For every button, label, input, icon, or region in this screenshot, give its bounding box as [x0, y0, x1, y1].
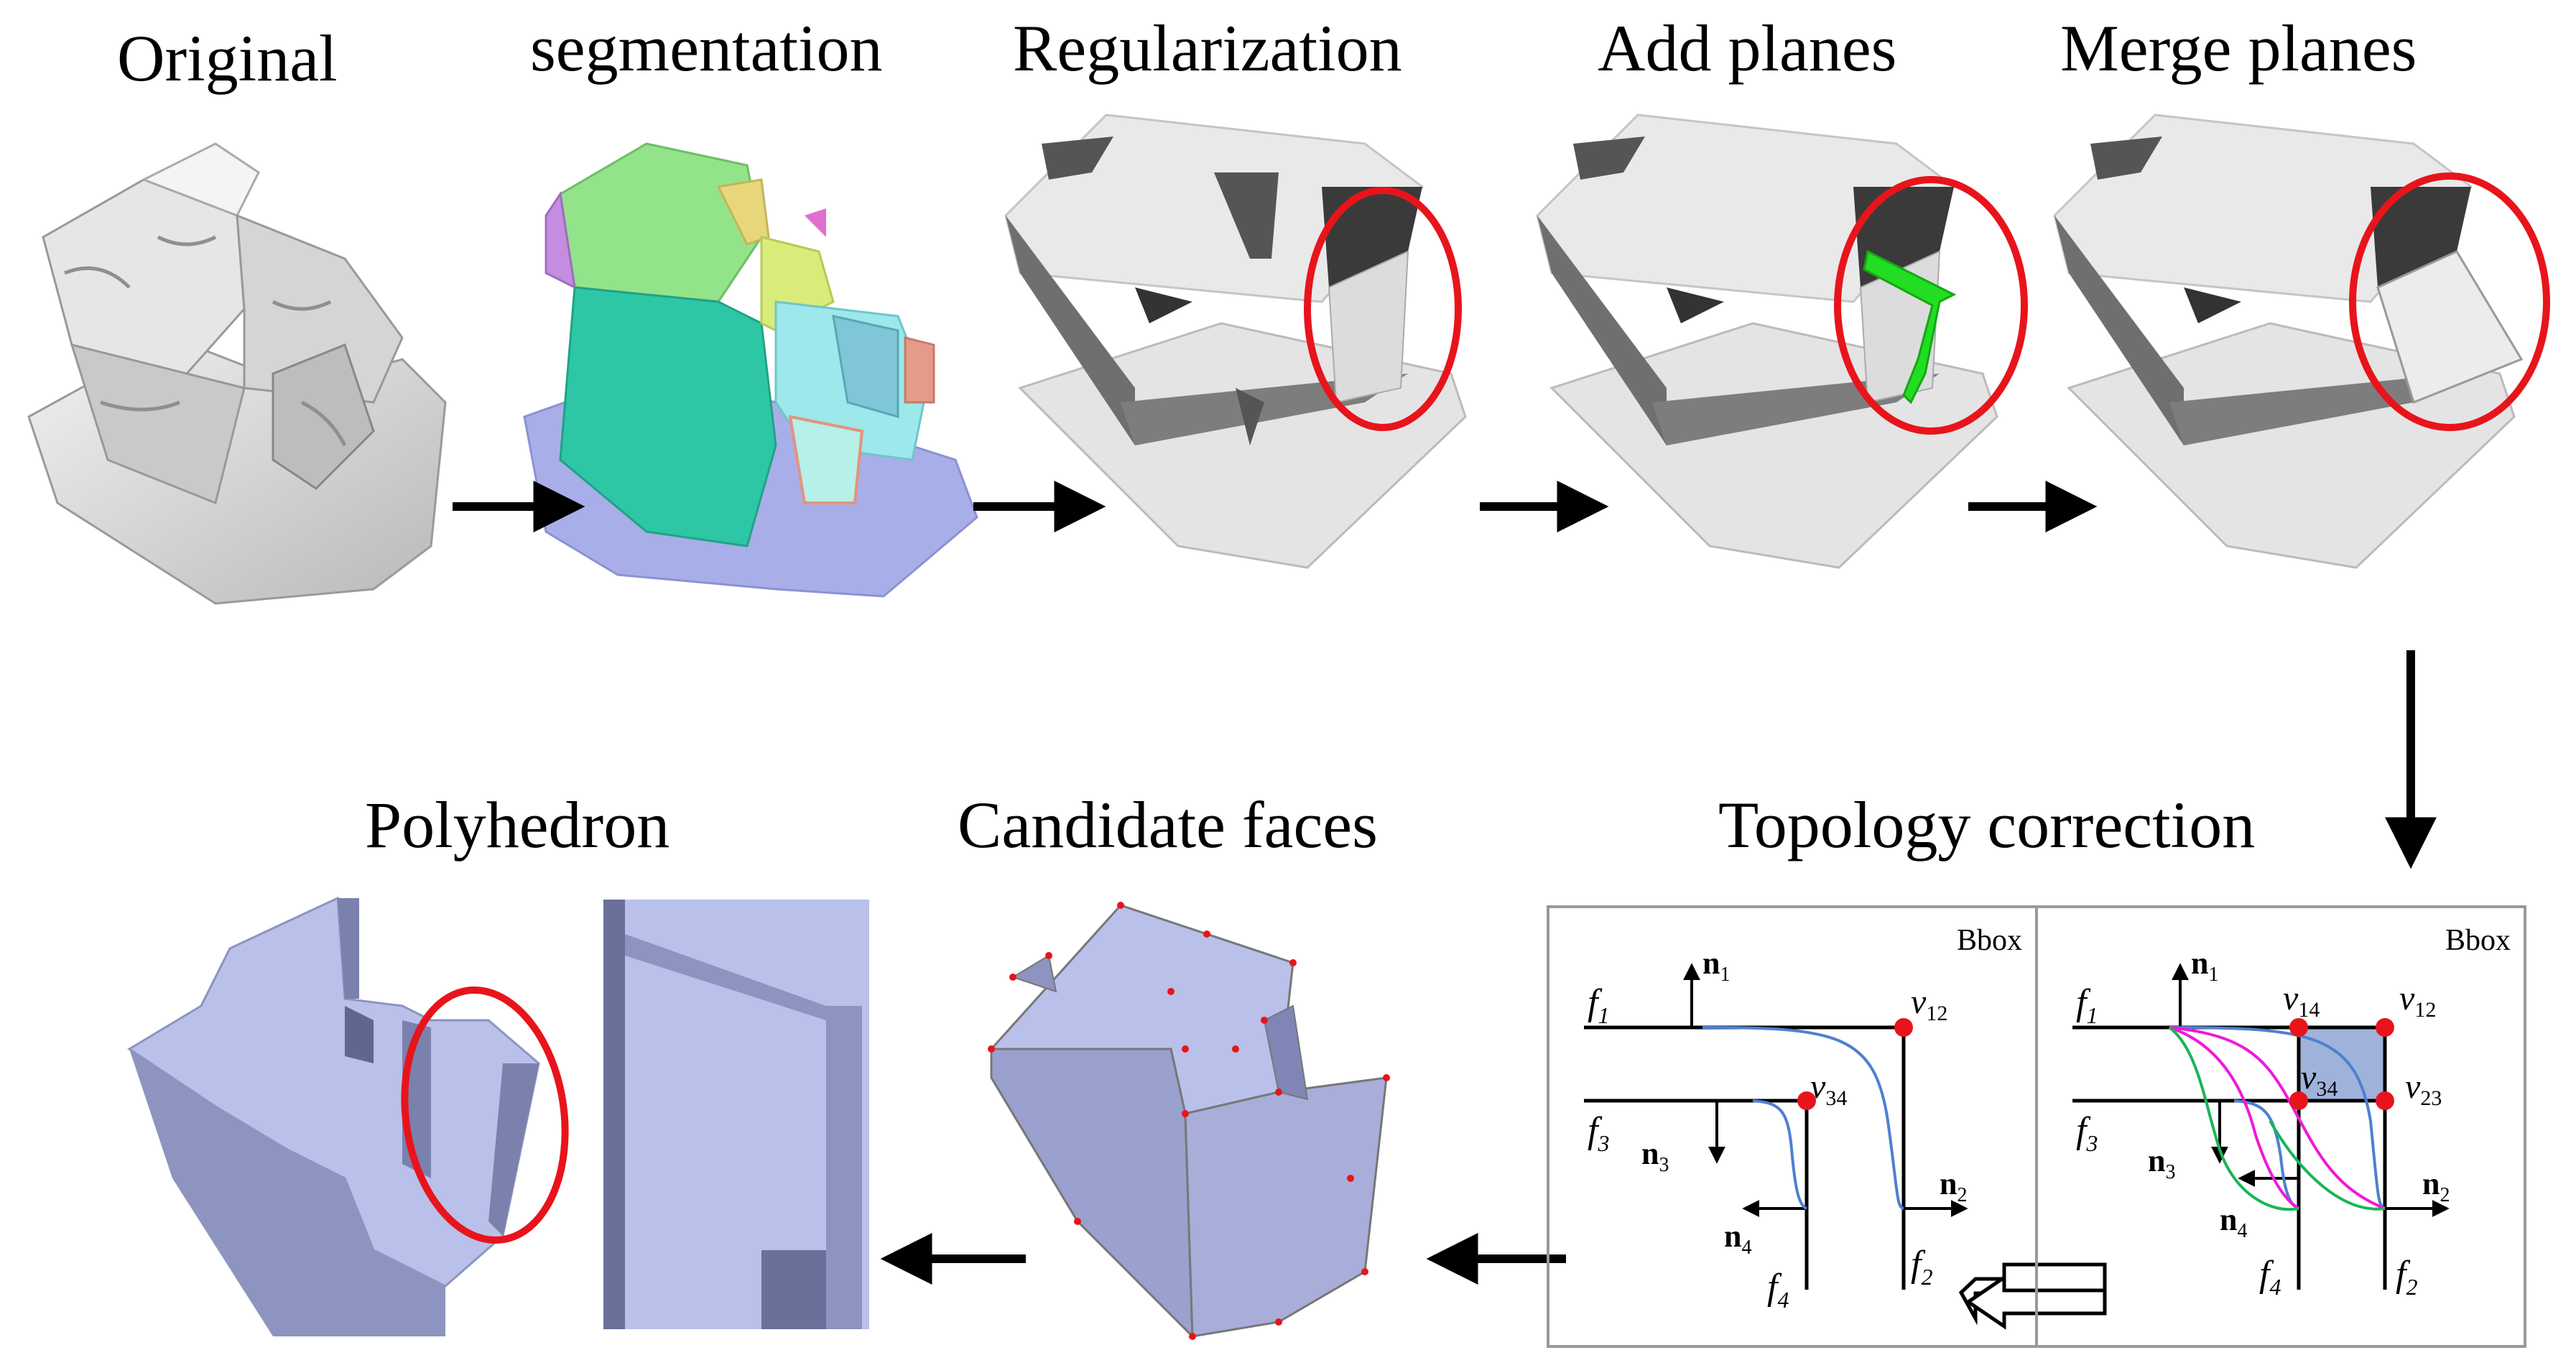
svg-text:v14: v14	[2283, 979, 2320, 1022]
svg-text:f2: f2	[2396, 1254, 2417, 1300]
svg-text:f4: f4	[1767, 1267, 1789, 1313]
svg-text:f1: f1	[2076, 982, 2098, 1028]
title-candidate-faces: Candidate faces	[958, 788, 1378, 861]
svg-text:n2: n2	[2422, 1166, 2450, 1206]
title-add-planes: Add planes	[1598, 11, 1897, 85]
title-merge-planes: Merge planes	[2060, 11, 2417, 85]
title-polyhedron: Polyhedron	[365, 788, 670, 861]
svg-text:n3: n3	[2148, 1143, 2175, 1183]
add-planes-image	[1536, 114, 2028, 569]
svg-text:n3: n3	[1641, 1136, 1669, 1176]
merge-planes-image	[2053, 114, 2550, 569]
segmentation-image	[523, 142, 978, 598]
candidate-faces-image	[988, 902, 1390, 1340]
svg-text:n2: n2	[1940, 1166, 1967, 1206]
svg-text:f2: f2	[1911, 1244, 1932, 1290]
title-original: Original	[117, 22, 338, 95]
svg-text:v12: v12	[1911, 983, 1947, 1025]
svg-text:n4: n4	[2220, 1202, 2247, 1242]
svg-text:f4: f4	[2259, 1254, 2281, 1300]
regularization-image	[1004, 114, 1467, 569]
svg-text:f1: f1	[1588, 982, 1609, 1028]
original-mesh-image	[27, 142, 447, 605]
svg-text:v34: v34	[1810, 1068, 1847, 1110]
svg-text:n1: n1	[2191, 946, 2218, 986]
topology-panel-right: Bbox f1 f3 f4 f2 n1 n3 n2 n4 v14 v12 v34…	[2035, 905, 2526, 1348]
bbox-label-left: Bbox	[1957, 924, 2022, 957]
title-regularization: Regularization	[1013, 11, 1402, 85]
svg-text:v23: v23	[2405, 1068, 2442, 1110]
title-topology-correction: Topology correction	[1718, 788, 2256, 861]
bbox-label-right: Bbox	[2445, 924, 2511, 957]
svg-text:v12: v12	[2399, 979, 2436, 1022]
title-segmentation: segmentation	[530, 11, 883, 85]
svg-text:n1: n1	[1702, 946, 1730, 986]
svg-text:f3: f3	[1588, 1110, 1609, 1156]
svg-text:f3: f3	[2076, 1110, 2098, 1156]
svg-text:n4: n4	[1724, 1219, 1751, 1259]
polyhedron-image	[127, 896, 869, 1336]
topology-panel-left: Bbox f1 f3 f4 f2 n1 n3 n2 n4 v12 v34	[1547, 905, 2038, 1348]
